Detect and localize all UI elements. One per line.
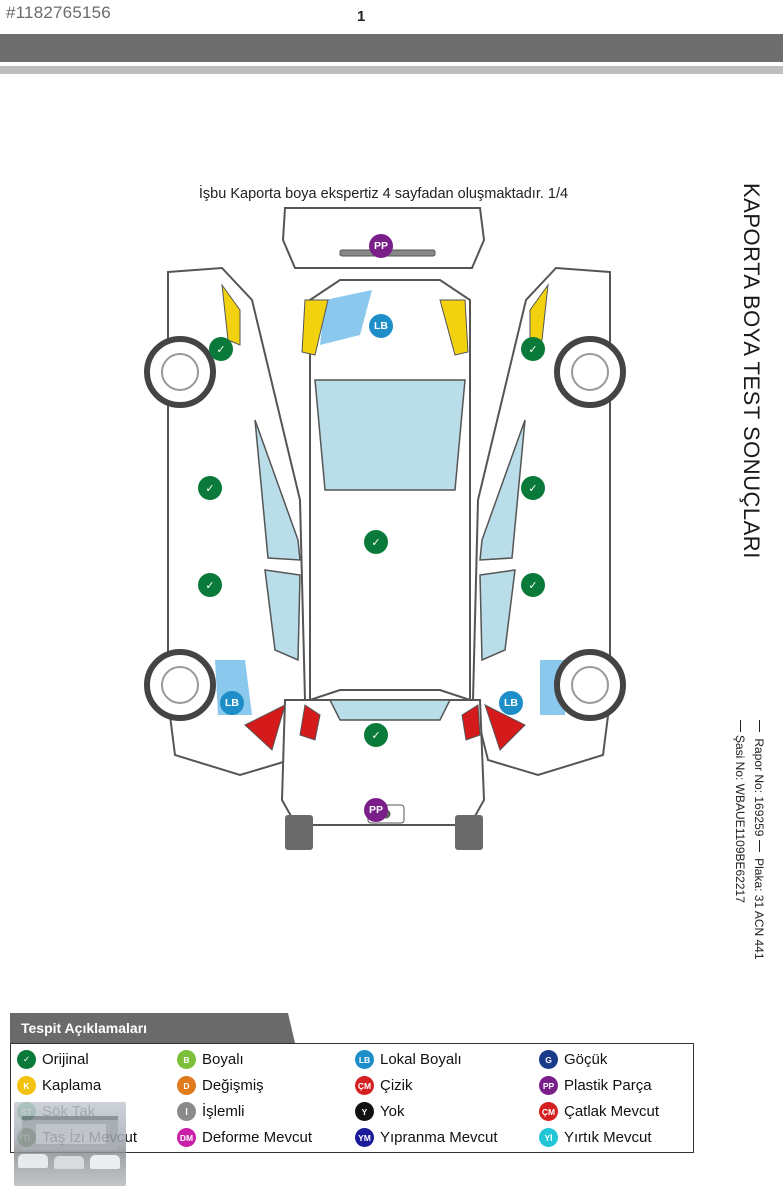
legend-label: Çatlak Mevcut [564,1103,660,1120]
marker-left-rear-fender-local-paint: LB [220,691,244,715]
legend-item: İ İşlemli [177,1102,245,1121]
legend-label: Göçük [564,1051,608,1068]
marker-hood-local-paint: LB [369,314,393,338]
marker-left-rear-door-original: ✓ [198,573,222,597]
legend-label: Orijinal [42,1051,89,1068]
legend-label: Yok [380,1103,405,1120]
legend-badge-icon: D [177,1076,196,1095]
legend-badge-icon: K [17,1076,36,1095]
legend-label: İşlemli [202,1103,245,1120]
legend-item: YM Yıpranma Mevcut [355,1128,498,1147]
legend-label: Deforme Mevcut [202,1129,313,1146]
legend-item: G Göçük [539,1050,607,1069]
legend-label: Yıpranma Mevcut [380,1129,498,1146]
marker-front-bumper-plastic: PP [369,234,393,258]
legend-item: Y Yok [355,1102,404,1121]
car-outline-graphic [144,207,626,850]
page-info: İşbu Kaporta boya ekspertiz 4 sayfadan o… [198,186,569,202]
legend-badge-icon: LB [355,1050,374,1069]
legend-item: ÇM Çizik [355,1076,413,1095]
legend-badge-icon: ÇM [539,1102,558,1121]
page-number: 1 [357,8,366,25]
marker-right-front-fender-original: ✓ [521,337,545,361]
legend-badge-icon: B [177,1050,196,1069]
thumbnail-overlay[interactable] [14,1102,126,1186]
legend-label: Çizik [380,1077,413,1094]
legend-label: Değişmiş [202,1077,264,1094]
legend-label: Yırtık Mevcut [564,1129,652,1146]
header-line [0,66,783,74]
plaka: Plaka: 31 ACN 441 [752,858,766,960]
header-band [0,34,783,62]
legend-label: Plastik Parça [564,1077,652,1094]
legend-item: ÇM Çatlak Mevcut [539,1102,659,1121]
marker-right-rear-door-original: ✓ [521,573,545,597]
legend-badge-icon: İ [177,1102,196,1121]
report-meta-line-2: Şasi No: WBAUE1109BE62217 [733,720,747,903]
legend-item: B Boyalı [177,1050,244,1069]
legend-item: Yİ Yırtık Mevcut [539,1128,652,1147]
marker-left-front-fender-original: ✓ [209,337,233,361]
report-title: KAPORTA BOYA TEST SONUÇLARI [739,183,764,559]
report-meta-line-1: Rapor No: 169259 Plaka: 31 ACN 441 [752,720,766,960]
sasi-no: Şasi No: WBAUE1109BE62217 [733,735,747,903]
legend-item: ✓ Orijinal [17,1050,89,1069]
legend-badge-icon: Y [355,1102,374,1121]
marker-right-front-door-original: ✓ [521,476,545,500]
listing-id: #1182765156 [6,3,111,22]
legend-label: Lokal Boyalı [380,1051,462,1068]
legend-badge-icon: ÇM [355,1076,374,1095]
legend-item: LB Lokal Boyalı [355,1050,462,1069]
legend-item: PP Plastik Parça [539,1076,652,1095]
rapor-no: Rapor No: 169259 [752,738,766,837]
legend-title: Tespit Açıklamaları [10,1013,295,1043]
legend-badge-icon: PP [539,1076,558,1095]
legend-badge-icon: DM [177,1128,196,1147]
marker-trunk-original: ✓ [364,723,388,747]
marker-roof-original: ✓ [364,530,388,554]
marker-right-rear-fender-local-paint: LB [499,691,523,715]
legend-label: Boyalı [202,1051,244,1068]
car-body-diagram: PP LB ✓ ✓ ✓ ✓ ✓ ✓ ✓ LB LB ✓ PP [144,207,626,850]
legend-item: K Kaplama [17,1076,101,1095]
marker-rear-bumper-plastic: PP [364,798,388,822]
legend-badge-icon: G [539,1050,558,1069]
marker-left-front-door-original: ✓ [198,476,222,500]
legend-label: Kaplama [42,1077,102,1094]
legend-badge-icon: Yİ [539,1128,558,1147]
legend-badge-icon: ✓ [17,1050,36,1069]
legend-item: D Değişmiş [177,1076,264,1095]
legend-item: DM Deforme Mevcut [177,1128,312,1147]
legend-badge-icon: YM [355,1128,374,1147]
